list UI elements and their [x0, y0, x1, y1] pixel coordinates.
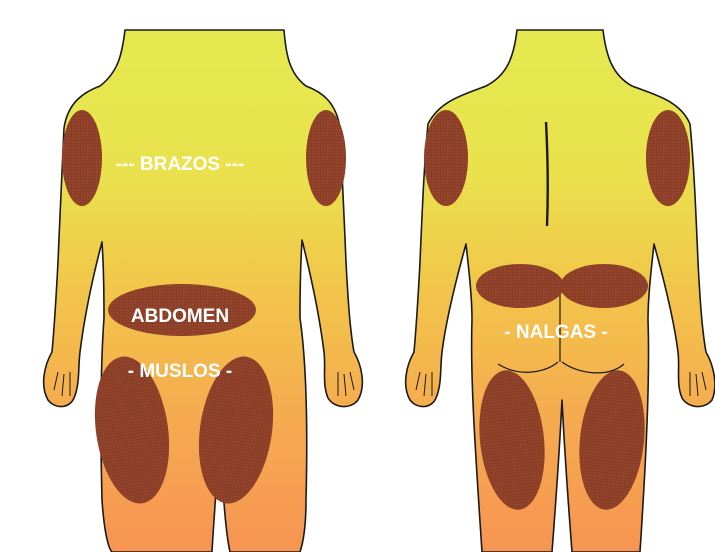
back-body: - NALGAS -: [406, 30, 715, 552]
back-left-arm-zone: [424, 110, 468, 206]
front-body: --- BRAZOS --- ABDOMEN - MUSLOS -: [44, 30, 363, 552]
back-left-buttock-zone: [476, 264, 564, 308]
back-right-buttock-zone: [560, 264, 648, 308]
label-arms: --- BRAZOS ---: [116, 154, 245, 175]
front-right-arm-zone: [306, 110, 346, 206]
label-buttocks: - NALGAS -: [504, 322, 607, 343]
front-left-arm-zone: [62, 110, 102, 206]
label-abdomen: ABDOMEN: [131, 306, 229, 327]
label-thighs: - MUSLOS -: [128, 361, 233, 382]
back-right-arm-zone: [646, 110, 690, 206]
